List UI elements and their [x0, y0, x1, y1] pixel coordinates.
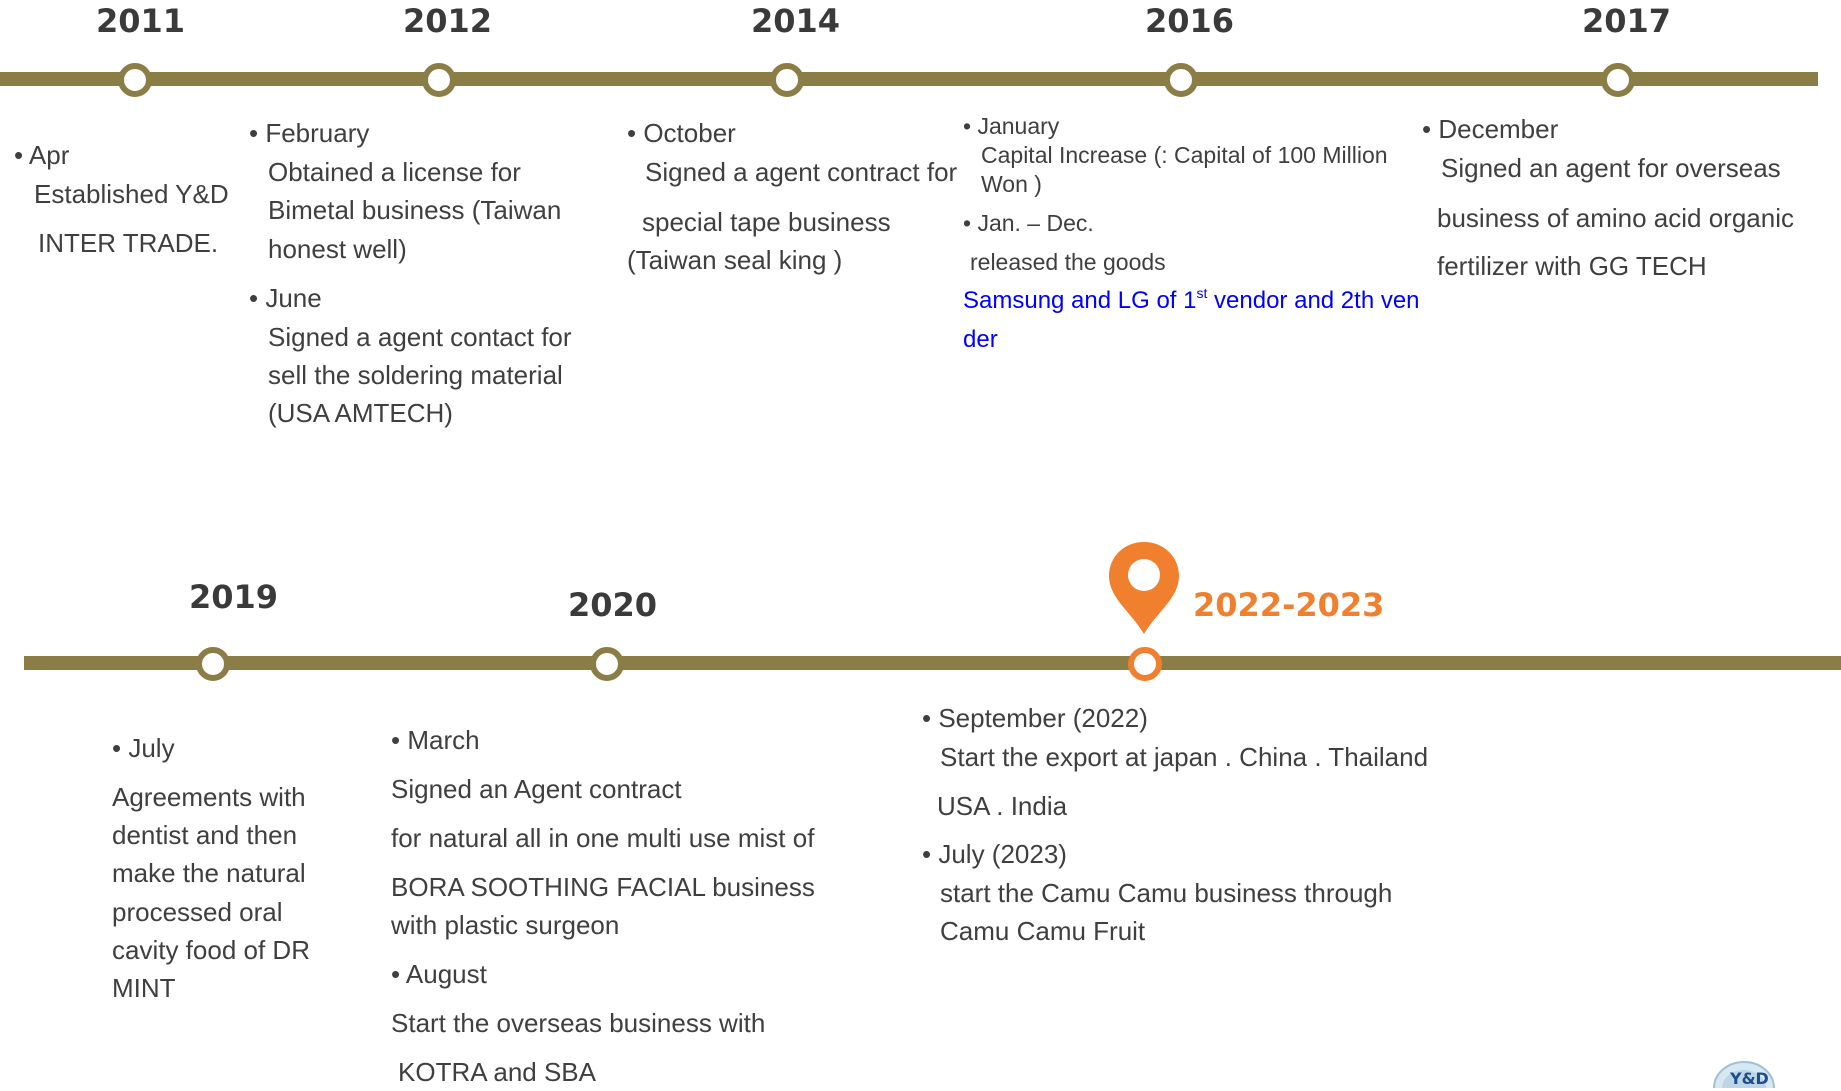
- milestone-2020-line: BORA SOOTHING FACIAL business: [391, 872, 815, 902]
- milestone-2020-line: with plastic surgeon: [391, 910, 620, 940]
- milestone-2014-line: Signed a agent contract for: [645, 157, 958, 187]
- year-label-2014: 2014: [751, 2, 841, 40]
- milestone-2019-line: cavity food of DR: [112, 935, 310, 965]
- milestone-2019-line: make the natural: [112, 858, 306, 888]
- year-label-2016: 2016: [1145, 2, 1235, 40]
- milestone-2012-line: Bimetal business (Taiwan: [268, 195, 562, 225]
- milestone-2020-line: Signed an Agent contract: [391, 774, 682, 804]
- timeline-node-2016: [1164, 63, 1198, 97]
- timeline-node-2011: [118, 63, 152, 97]
- milestone-2012-line: (USA AMTECH): [268, 398, 453, 428]
- milestone-2014-line: special tape business: [642, 207, 891, 237]
- milestone-2020-line: KOTRA and SBA: [398, 1057, 596, 1087]
- milestone-2012-month: • June: [249, 283, 322, 313]
- milestone-2022-2023-line: start the Camu Camu business through: [940, 878, 1393, 908]
- milestone-2016-line: Won ): [981, 171, 1042, 197]
- milestone-2012-line: Signed a agent contact for: [268, 322, 572, 352]
- milestone-2022-2023-month: • September (2022): [922, 703, 1148, 733]
- milestone-2016-month: • January: [963, 113, 1060, 139]
- year-label-2020: 2020: [568, 586, 658, 624]
- milestone-2016-line: Capital Increase (: Capital of 100 Milli…: [981, 142, 1388, 168]
- milestone-2019-line: MINT: [112, 973, 176, 1003]
- milestone-2011-line: Established Y&D: [34, 179, 229, 209]
- timeline-node-2017: [1601, 63, 1635, 97]
- timeline-node-2022-2023: [1128, 647, 1162, 681]
- milestone-2020-line: for natural all in one multi use mist of: [391, 823, 815, 853]
- milestone-2017-line: Signed an agent for overseas: [1441, 153, 1781, 183]
- milestone-2022-2023-month: • July (2023): [922, 839, 1067, 869]
- timeline-node-2019: [196, 647, 230, 681]
- top-timeline-track: [0, 72, 1818, 86]
- milestone-2016-line: released the goods: [970, 249, 1166, 275]
- milestone-2019-line: Agreements with: [112, 782, 306, 812]
- milestone-2017-line: fertilizer with GG TECH: [1437, 251, 1707, 281]
- svg-text:Y&D: Y&D: [1729, 1069, 1769, 1088]
- milestone-2022-2023-line: Start the export at japan . China . Thai…: [940, 742, 1429, 772]
- milestone-2022-2023-line: Camu Camu Fruit: [940, 916, 1146, 946]
- milestone-2017-month: • December: [1422, 114, 1559, 144]
- milestone-2012-line: honest well): [268, 234, 407, 264]
- milestone-2012-line: Obtained a license for: [268, 157, 521, 187]
- milestone-2012-line: sell the soldering material: [268, 360, 563, 390]
- year-label-2019: 2019: [189, 578, 279, 616]
- milestone-2014-line: (Taiwan seal king ): [627, 245, 843, 275]
- timeline-node-2014: [770, 63, 804, 97]
- milestone-2017-line: business of amino acid organic: [1437, 203, 1794, 233]
- milestone-2014-month: • October: [627, 118, 736, 148]
- milestone-2020-month: • March: [391, 725, 480, 755]
- timeline-node-2020: [590, 647, 624, 681]
- milestone-2011-month: • Apr: [14, 140, 70, 170]
- year-label-2011: 2011: [96, 2, 186, 40]
- milestone-2022-2023-line: USA . India: [937, 791, 1068, 821]
- year-label-2017: 2017: [1582, 2, 1672, 40]
- milestone-2016-highlight: Samsung and LG of 1st vendor and 2th ven: [963, 285, 1420, 314]
- milestone-2016-month: • Jan. – Dec.: [963, 210, 1094, 236]
- bottom-timeline-track: [24, 656, 1841, 670]
- year-label-2022-2023: 2022-2023: [1193, 586, 1385, 624]
- milestone-2011-line: INTER TRADE.: [38, 228, 219, 258]
- milestone-2012-month: • February: [249, 118, 370, 148]
- timeline-node-2012: [422, 63, 456, 97]
- milestone-2020-month: • August: [391, 959, 487, 989]
- year-label-2012: 2012: [403, 2, 493, 40]
- milestone-2016-highlight: der: [963, 326, 998, 353]
- milestone-2019-line: dentist and then: [112, 820, 298, 850]
- milestone-2020-line: Start the overseas business with: [391, 1008, 766, 1038]
- location-pin-icon: [1109, 542, 1179, 634]
- milestone-2019-month: • July: [112, 733, 175, 763]
- milestone-2019-line: processed oral: [112, 897, 283, 927]
